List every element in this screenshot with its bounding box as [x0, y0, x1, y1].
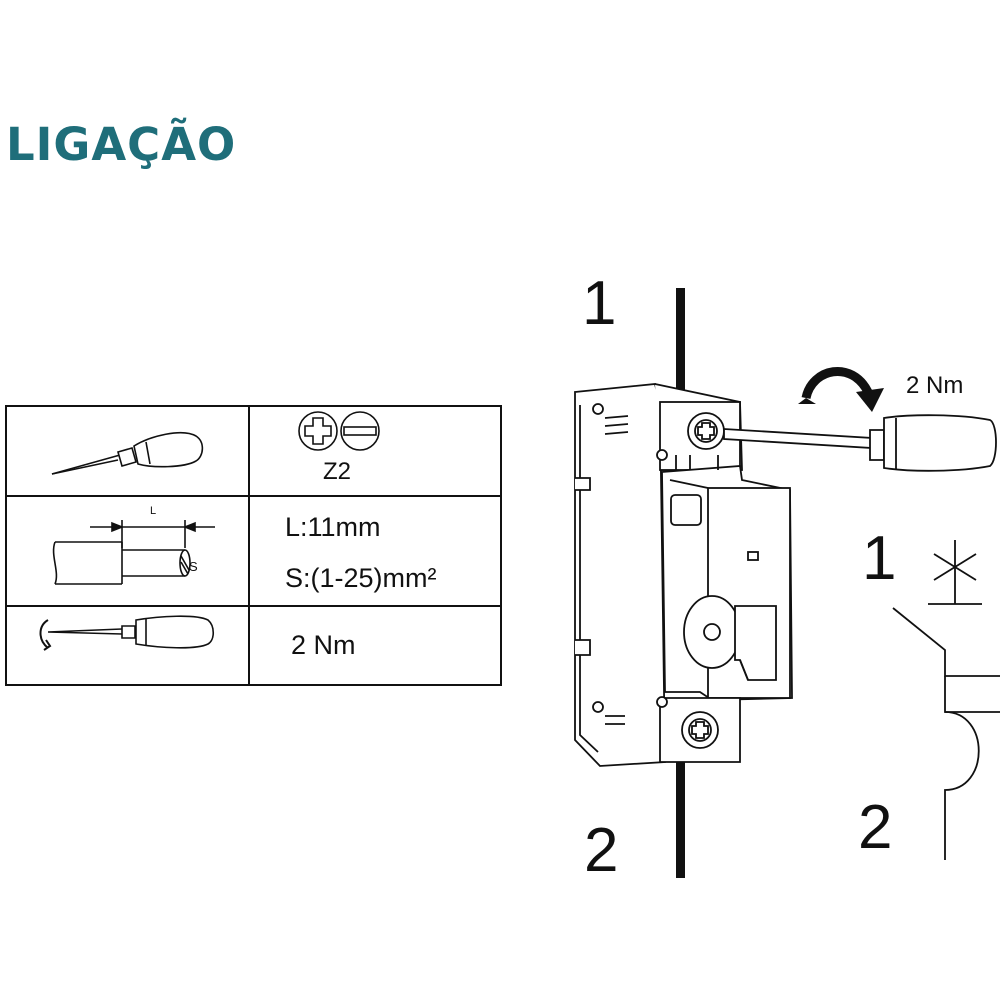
- symbol-terminal-2-label: 2: [858, 793, 893, 862]
- wire-top: [676, 288, 685, 406]
- screwdriver-icon: [51, 432, 204, 475]
- terminal-1-label: 1: [582, 269, 617, 338]
- breaker-symbol: [892, 540, 1000, 860]
- strip-length-symbol: L: [150, 505, 157, 517]
- screwdriver-icon: [723, 414, 997, 472]
- circuit-breaker: [574, 383, 793, 767]
- spec-table: [5, 405, 502, 686]
- strip-length-value: L:11mm: [285, 512, 381, 542]
- symbol-terminal-1-label: 1: [862, 524, 897, 593]
- page-title: LIGAÇÃO: [6, 118, 237, 171]
- section-symbol: S: [189, 559, 198, 574]
- torque-label: 2 Nm: [906, 372, 964, 399]
- tool-type-label: Z2: [323, 458, 352, 485]
- table-torque-value: 2 Nm: [291, 630, 356, 660]
- wire-bottom: [676, 762, 685, 878]
- phillips-head-icon: [298, 411, 338, 451]
- slotted-head-icon: [340, 411, 380, 451]
- wire-section-value: S:(1-25)mm²: [285, 563, 437, 593]
- torque-screwdriver-icon: [39, 615, 215, 651]
- stripped-wire-icon: [52, 520, 215, 585]
- rotate-clockwise-icon: [798, 366, 884, 412]
- terminal-2-label: 2: [584, 816, 619, 885]
